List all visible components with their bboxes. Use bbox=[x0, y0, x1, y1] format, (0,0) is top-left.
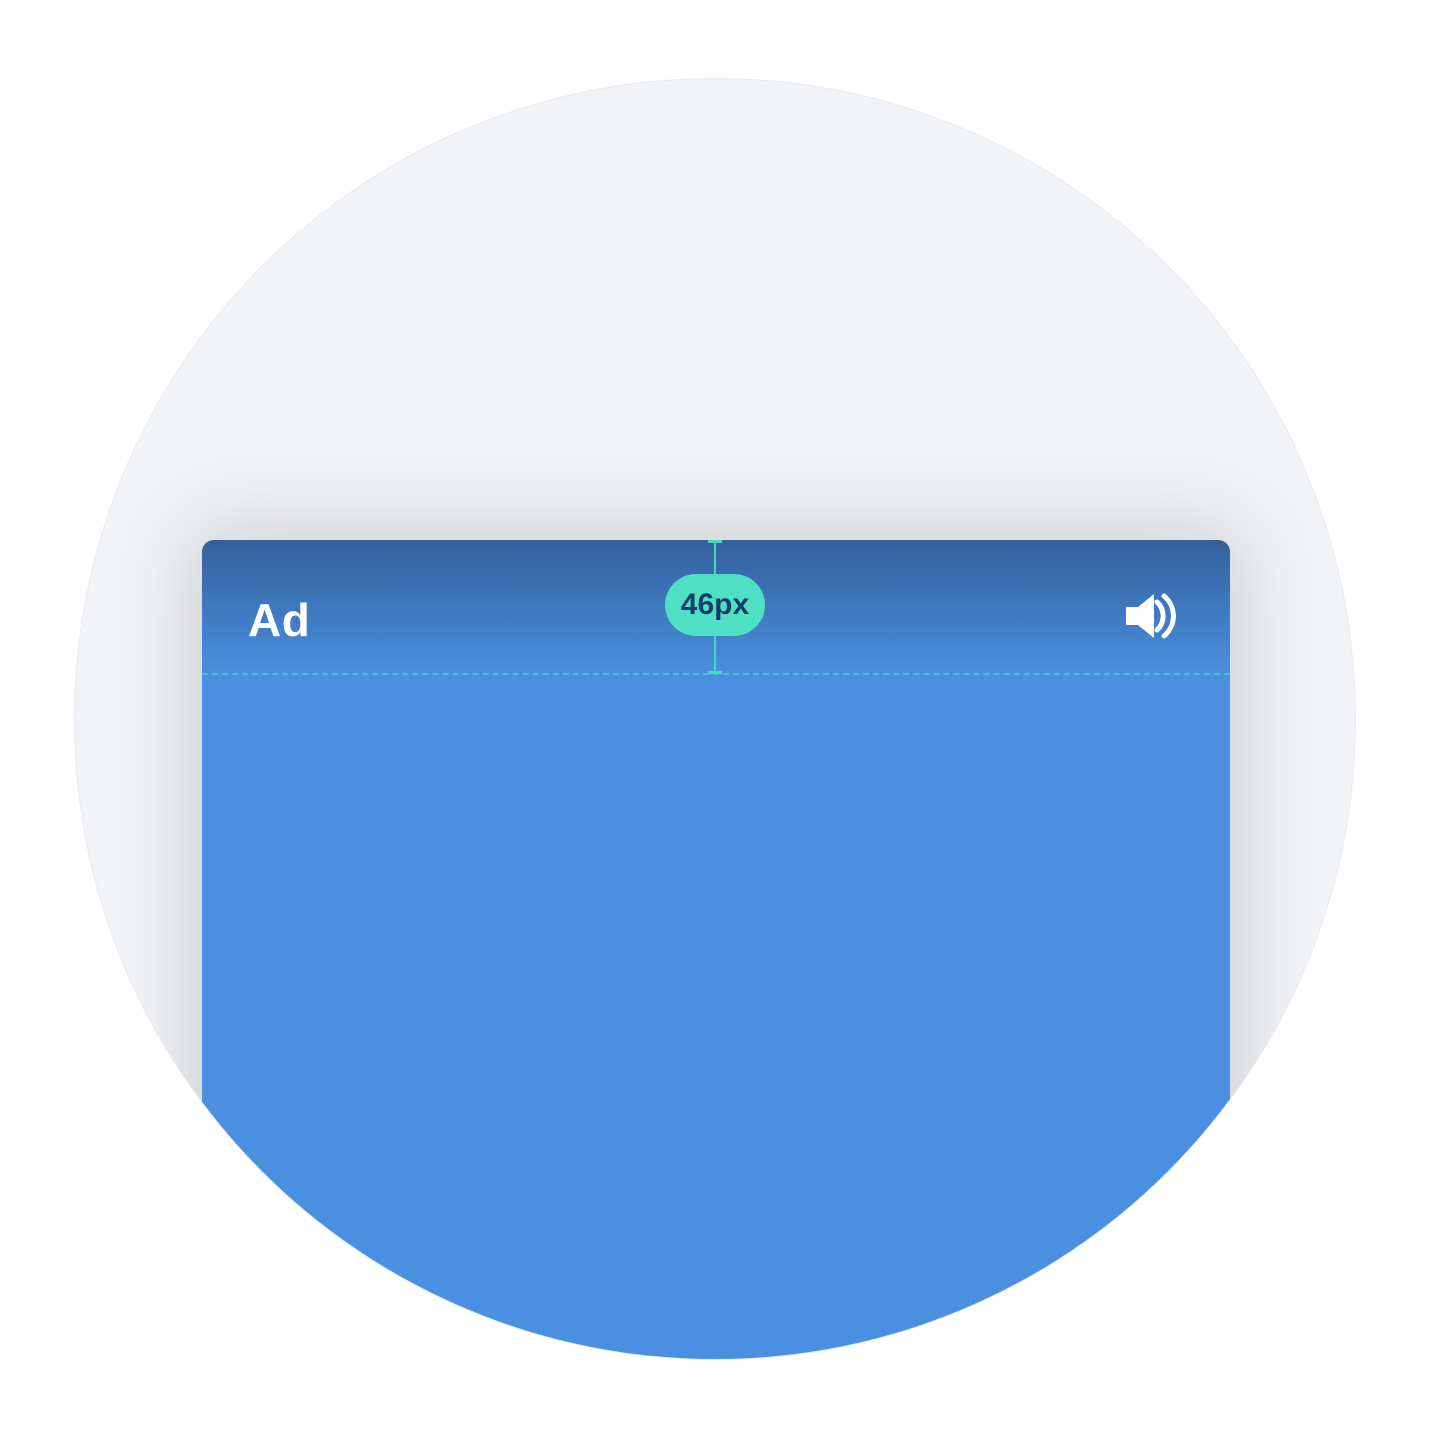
ad-label: Ad bbox=[248, 594, 311, 646]
measure-cap-bottom bbox=[708, 671, 722, 674]
measure-cap-top bbox=[708, 540, 722, 543]
measure-badge: 46px bbox=[665, 574, 765, 636]
zoom-circle: Ad 46px bbox=[74, 78, 1356, 1360]
ad-card: Ad 46px bbox=[202, 540, 1230, 1359]
measure-label: 46px bbox=[680, 588, 750, 621]
speaker-volume-icon[interactable] bbox=[1124, 590, 1180, 642]
header-guide-line bbox=[202, 673, 1230, 675]
ad-header: Ad 46px bbox=[202, 540, 1230, 675]
